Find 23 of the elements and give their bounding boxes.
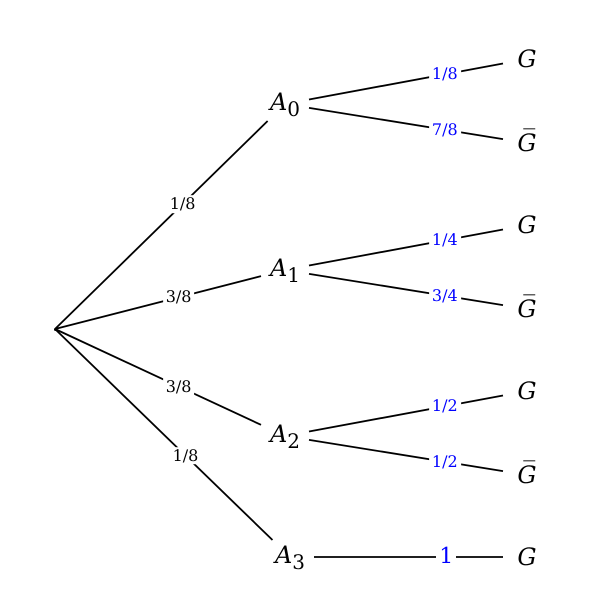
branch-line — [54, 120, 268, 330]
branch-line — [314, 556, 503, 558]
outcome-label: A$_{0}$ — [270, 88, 300, 120]
probability-label: 3/8 — [162, 378, 194, 396]
root-point — [53, 327, 57, 331]
probability-label: 1/4 — [428, 231, 461, 250]
branch-line — [54, 328, 274, 541]
probability-label: 1/2 — [428, 452, 461, 471]
outcome-label: G̅ — [517, 295, 537, 323]
outcome-label: G̅ — [517, 461, 537, 489]
probability-label: 3/4 — [428, 286, 461, 305]
outcome-label: A$_{1}$ — [270, 254, 300, 286]
probability-label: 1/8 — [428, 65, 461, 84]
outcome-label: G — [517, 45, 537, 73]
probability-label: 3/8 — [162, 288, 194, 306]
probability-label: 7/8 — [428, 120, 461, 139]
outcome-label: A$_{2}$ — [270, 420, 300, 452]
outcome-label: G — [517, 543, 537, 571]
outcome-label: G̅ — [517, 129, 537, 157]
outcome-label: A$_{3}$ — [274, 540, 306, 574]
outcome-label: G — [517, 211, 537, 239]
outcome-label: G — [517, 377, 537, 405]
probability-label: 1/2 — [428, 397, 461, 416]
